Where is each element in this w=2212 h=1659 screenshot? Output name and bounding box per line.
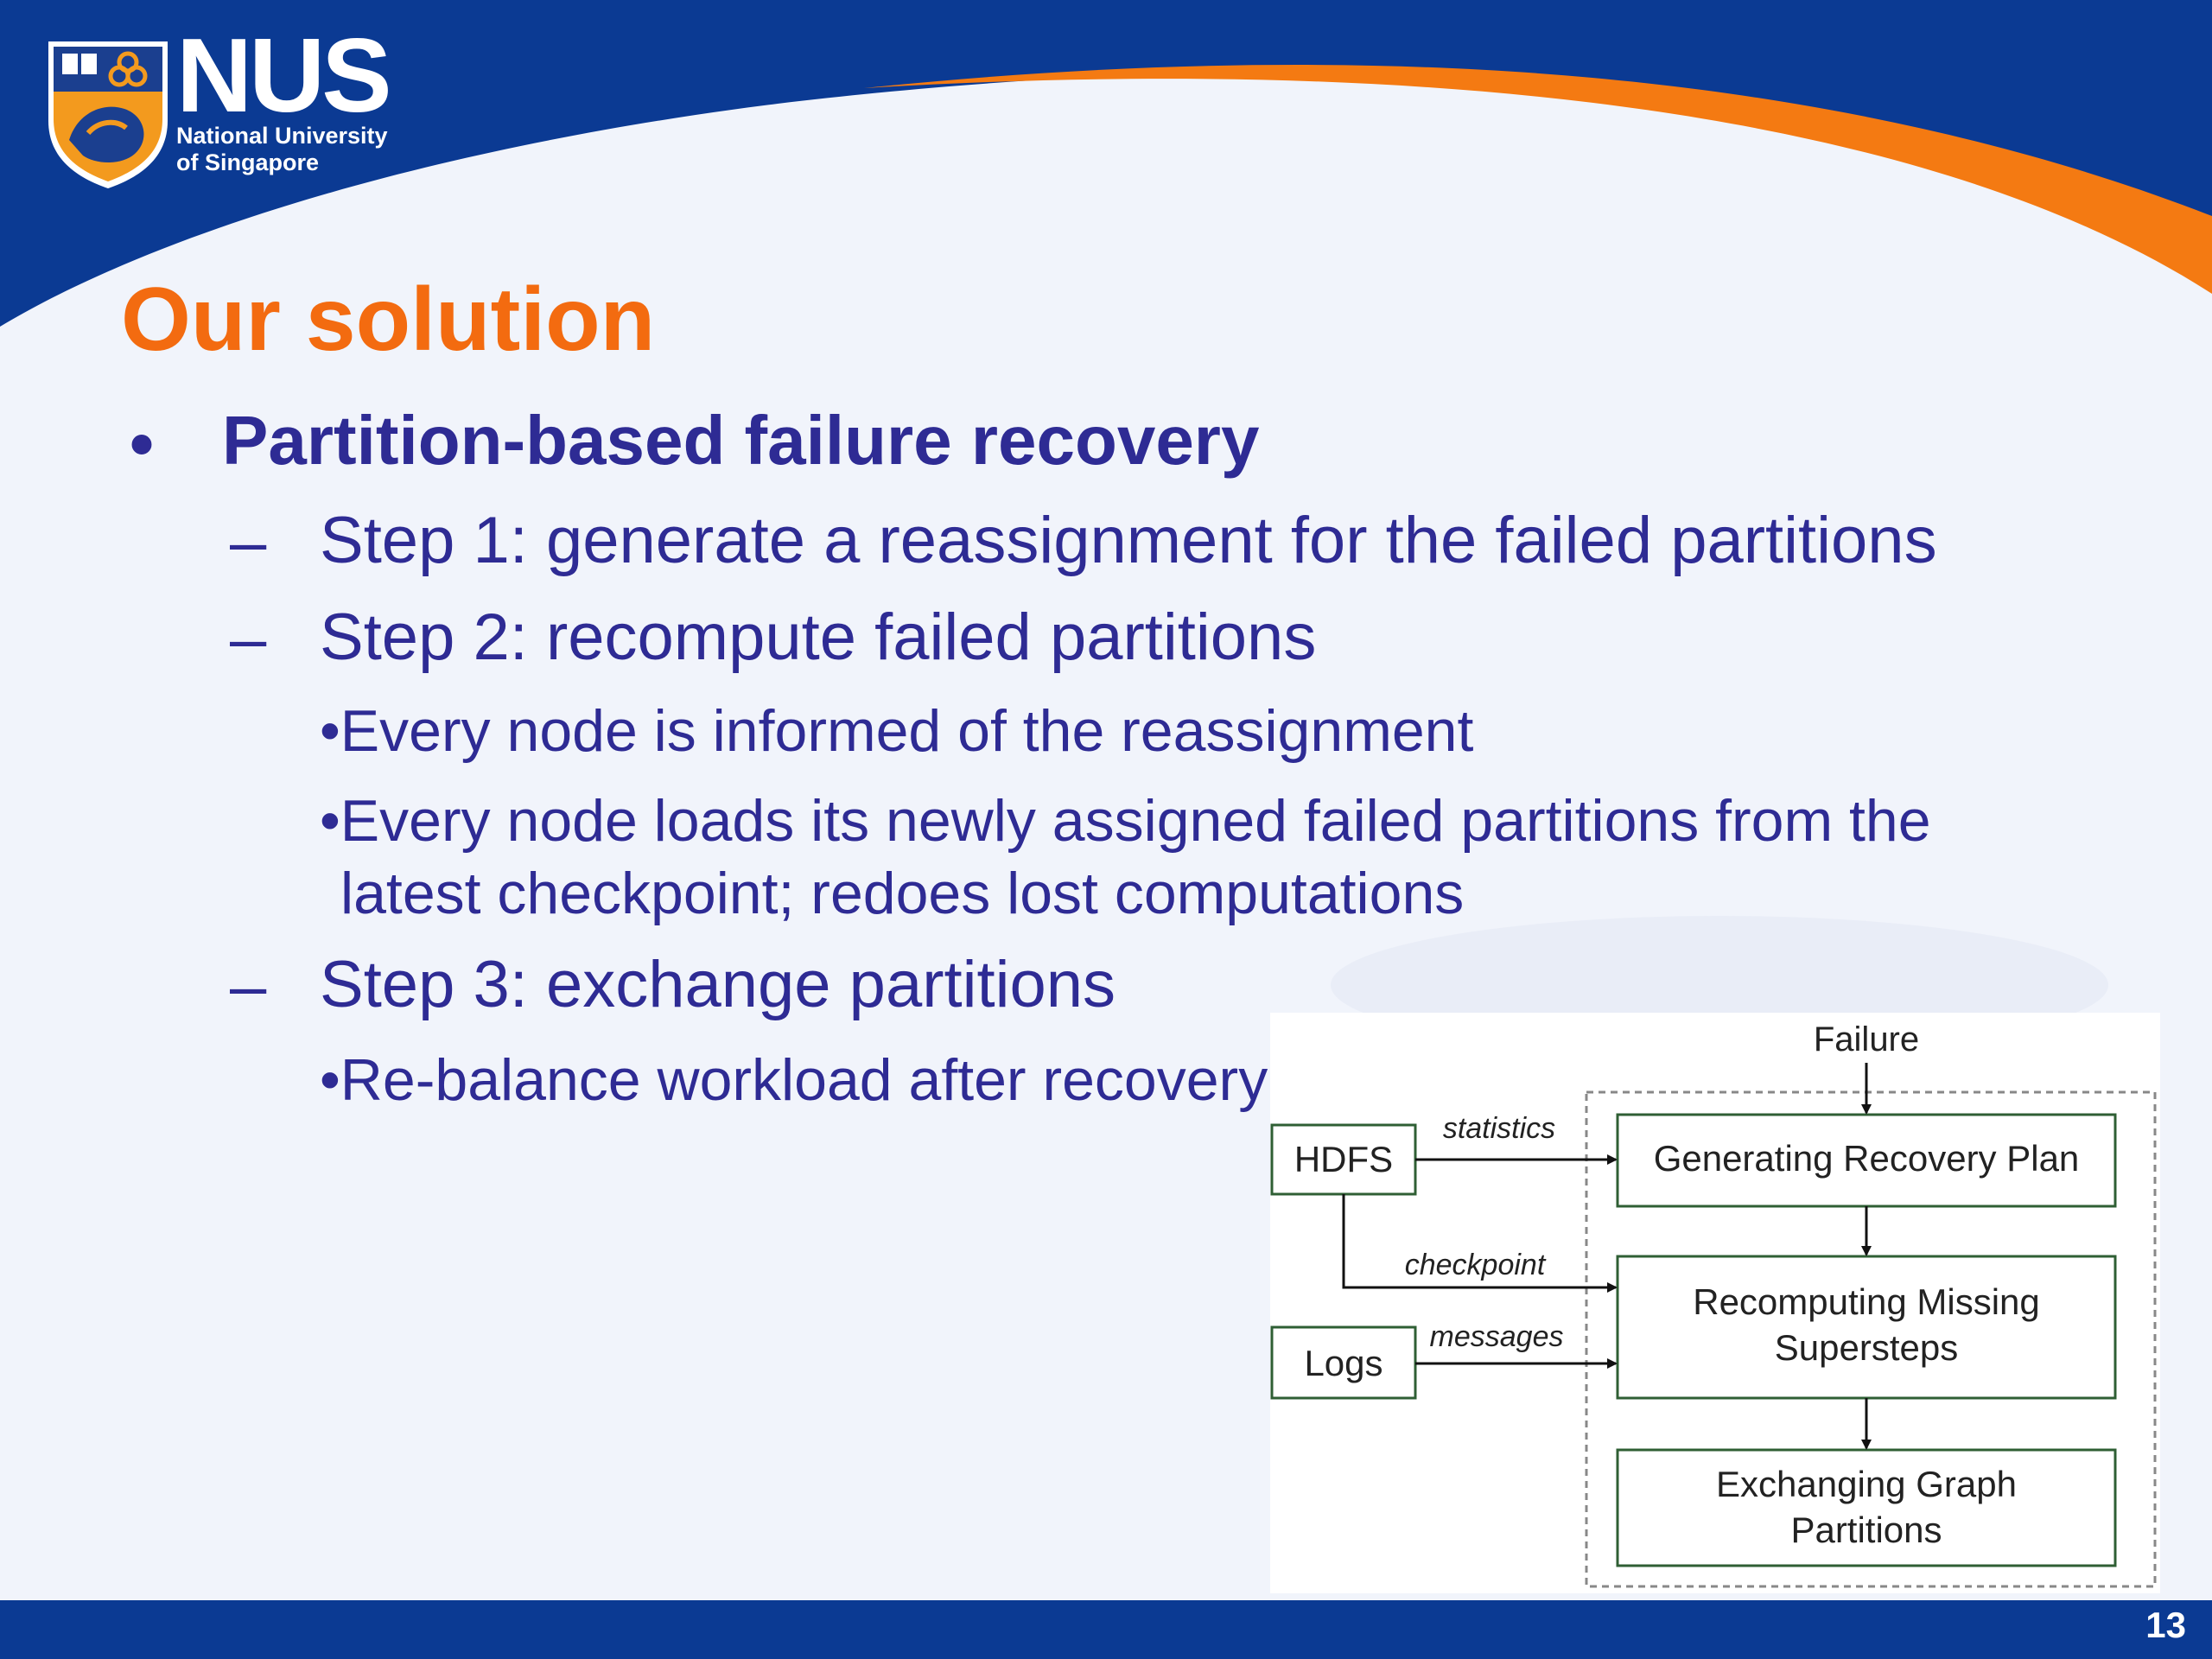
box2-label-line1: Recomputing Missing	[1693, 1281, 2040, 1322]
step3-dash: –	[230, 950, 267, 1023]
nus-crest-logo	[48, 41, 168, 188]
step2-dash: –	[230, 602, 267, 676]
step3-subitem-1: •Re-balance workload after recovery	[320, 1047, 1268, 1113]
step3-text: Step 3: exchange partitions	[320, 948, 1116, 1021]
checkpoint-arrow	[1342, 1194, 1618, 1293]
statistics-label: statistics	[1443, 1112, 1555, 1145]
footer-bar	[0, 1600, 2212, 1659]
step1-dash: –	[230, 505, 267, 579]
bullet-marker: •	[130, 405, 155, 482]
logs-label: Logs	[1304, 1343, 1382, 1383]
university-name: National University of Singapore	[176, 123, 388, 175]
hdfs-label: HDFS	[1294, 1139, 1393, 1179]
box3-label-line2: Partitions	[1790, 1510, 1942, 1550]
recovery-boundary	[1585, 1090, 2157, 1588]
hdfs-node: HDFS	[1270, 1123, 1417, 1196]
nus-wordmark: NUS	[176, 16, 392, 134]
box2-label-line2: Supersteps	[1775, 1327, 1958, 1368]
heading-bullet: Partition-based failure recovery	[222, 402, 1260, 479]
recovery-flow-diagram: Failure HDFS Logs Generating Recovery Pl…	[1270, 1013, 2160, 1593]
box3-label-line1: Exchanging Graph	[1716, 1464, 2017, 1504]
messages-label: messages	[1430, 1320, 1564, 1353]
logs-node: Logs	[1270, 1325, 1417, 1400]
failure-label: Failure	[1814, 1020, 1919, 1058]
box1-label: Generating Recovery Plan	[1654, 1138, 2080, 1179]
step2-text: Step 2: recompute failed partitions	[320, 601, 1317, 674]
step2-subitem-2-line2: latest checkpoint; redoes lost computati…	[340, 861, 1465, 926]
generating-recovery-plan-box: Generating Recovery Plan	[1616, 1113, 2117, 1208]
step1-text: Step 1: generate a reassignment for the …	[320, 504, 1937, 577]
slide-title: Our solution	[121, 270, 656, 370]
step2-subitem-2-line1: •Every node loads its newly assigned fai…	[320, 788, 1931, 854]
step2-subitem-1: •Every node is informed of the reassignm…	[320, 698, 1474, 764]
page-number: 13	[2145, 1605, 2186, 1645]
recomputing-missing-supersteps-box: Recomputing Missing Supersteps	[1616, 1255, 2117, 1400]
checkpoint-label: checkpoint	[1405, 1249, 1547, 1281]
exchanging-graph-partitions-box: Exchanging Graph Partitions	[1616, 1448, 2117, 1567]
